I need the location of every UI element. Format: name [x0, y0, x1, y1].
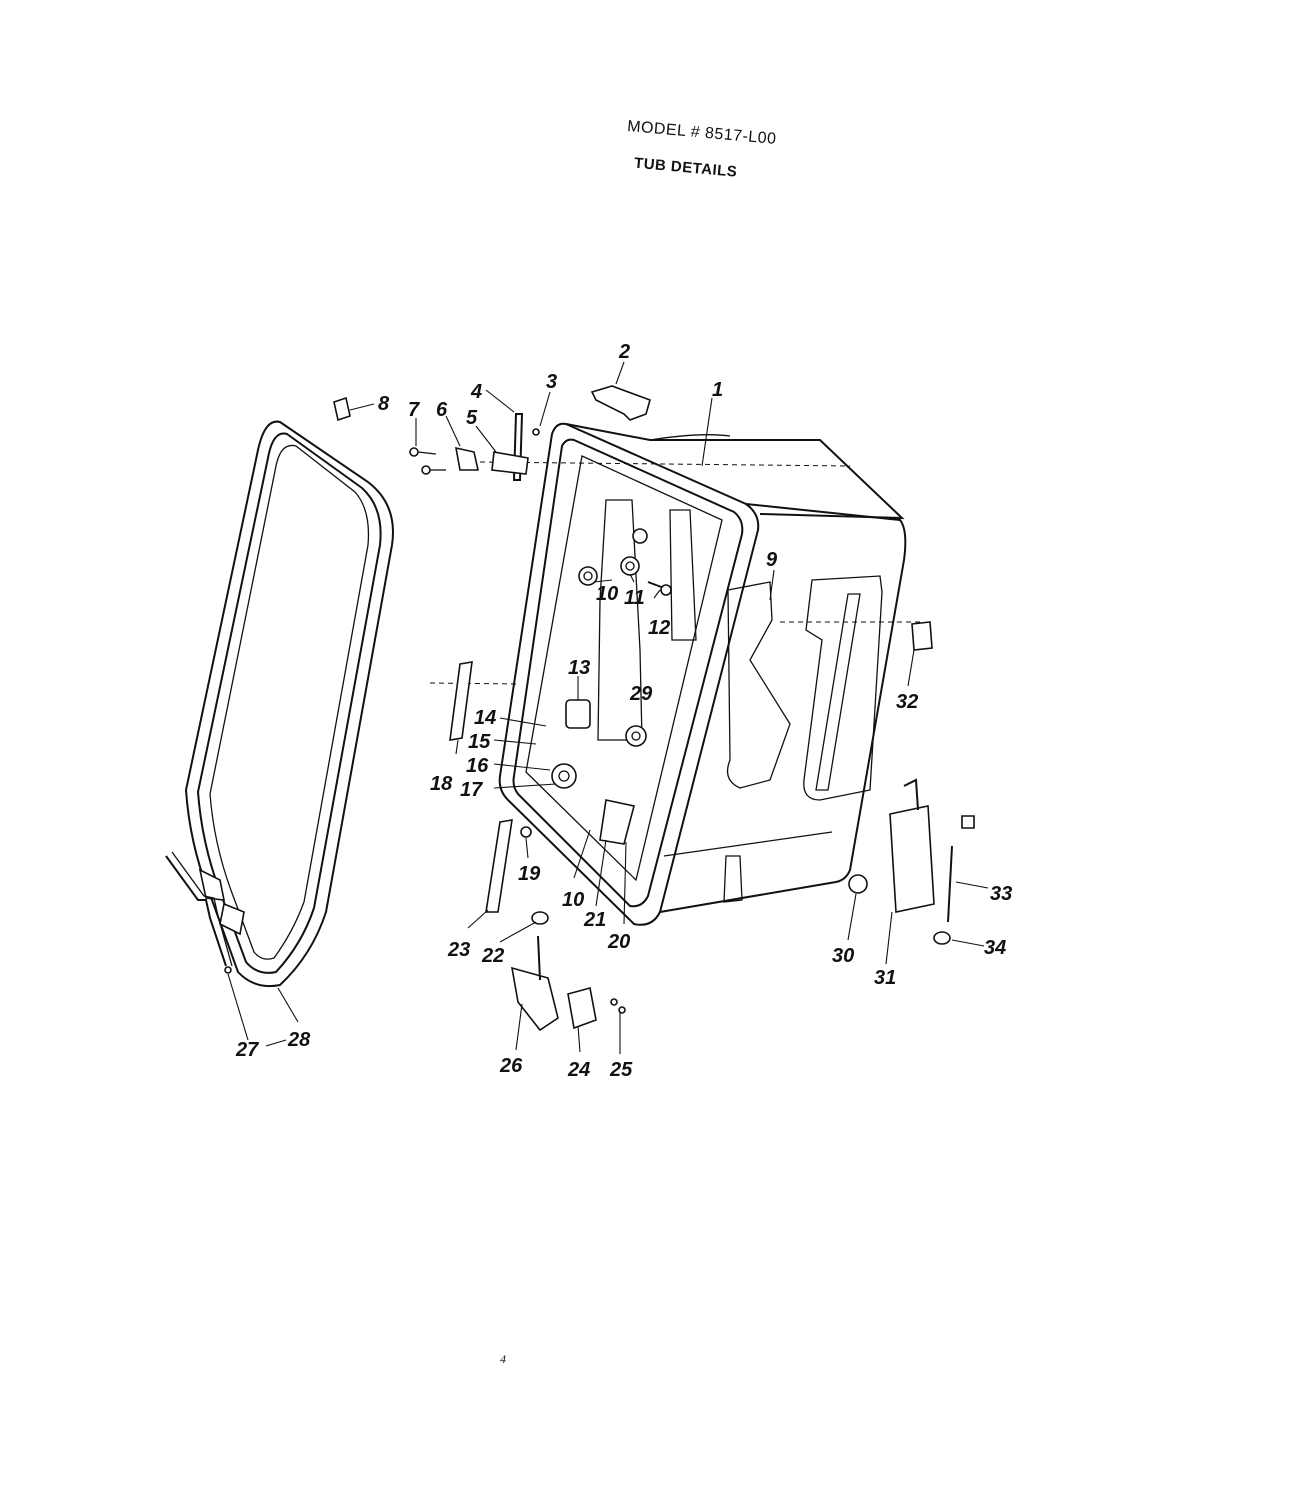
- callout-32: 32: [896, 691, 918, 713]
- callout-22: 22: [481, 945, 504, 967]
- callout-21: 21: [583, 909, 606, 931]
- callout-23: 23: [447, 939, 470, 961]
- callout-17: 17: [460, 779, 483, 801]
- callout-13: 13: [568, 657, 590, 679]
- callout-28: 28: [287, 1029, 311, 1051]
- callout-27: 27: [235, 1039, 259, 1061]
- callout-26: 26: [499, 1055, 523, 1077]
- callout-1: 1: [712, 379, 723, 401]
- page-number: 4: [500, 1352, 506, 1366]
- callout-11: 11: [624, 587, 645, 609]
- callout-10a: 10: [596, 583, 618, 605]
- callout-31: 31: [874, 967, 896, 989]
- callout-2: 2: [618, 341, 630, 363]
- callout-10b: 10: [562, 889, 584, 911]
- door-gasket-illustration: [184, 396, 394, 988]
- callout-30: 30: [832, 945, 854, 967]
- callout-24: 24: [567, 1059, 590, 1081]
- callout-8: 8: [378, 393, 390, 415]
- callout-20: 20: [607, 931, 630, 953]
- leader-lines: [227, 361, 989, 1054]
- callout-9: 9: [766, 549, 778, 571]
- callout-14: 14: [474, 707, 496, 729]
- callout-3: 3: [546, 371, 557, 393]
- callout-16: 16: [466, 755, 489, 777]
- callout-18: 18: [430, 773, 453, 795]
- callout-5: 5: [466, 407, 478, 429]
- callout-19: 19: [518, 863, 541, 885]
- callout-29: 29: [629, 683, 653, 705]
- callout-15: 15: [468, 731, 491, 753]
- callout-34: 34: [984, 937, 1006, 959]
- door-rod-illustration: [165, 851, 233, 974]
- callout-6: 6: [436, 399, 448, 421]
- tub-body-illustration: [429, 422, 920, 926]
- callout-33: 33: [990, 883, 1012, 905]
- callout-labels: 1 2 3 4 5 6 7 8 9 10 11 12 13 29 14 15 1…: [235, 341, 1012, 1081]
- callout-7: 7: [408, 399, 420, 421]
- callout-25: 25: [609, 1059, 633, 1081]
- callout-4: 4: [470, 381, 482, 403]
- callout-12: 12: [648, 617, 670, 639]
- small-parts-illustration: [409, 385, 975, 1032]
